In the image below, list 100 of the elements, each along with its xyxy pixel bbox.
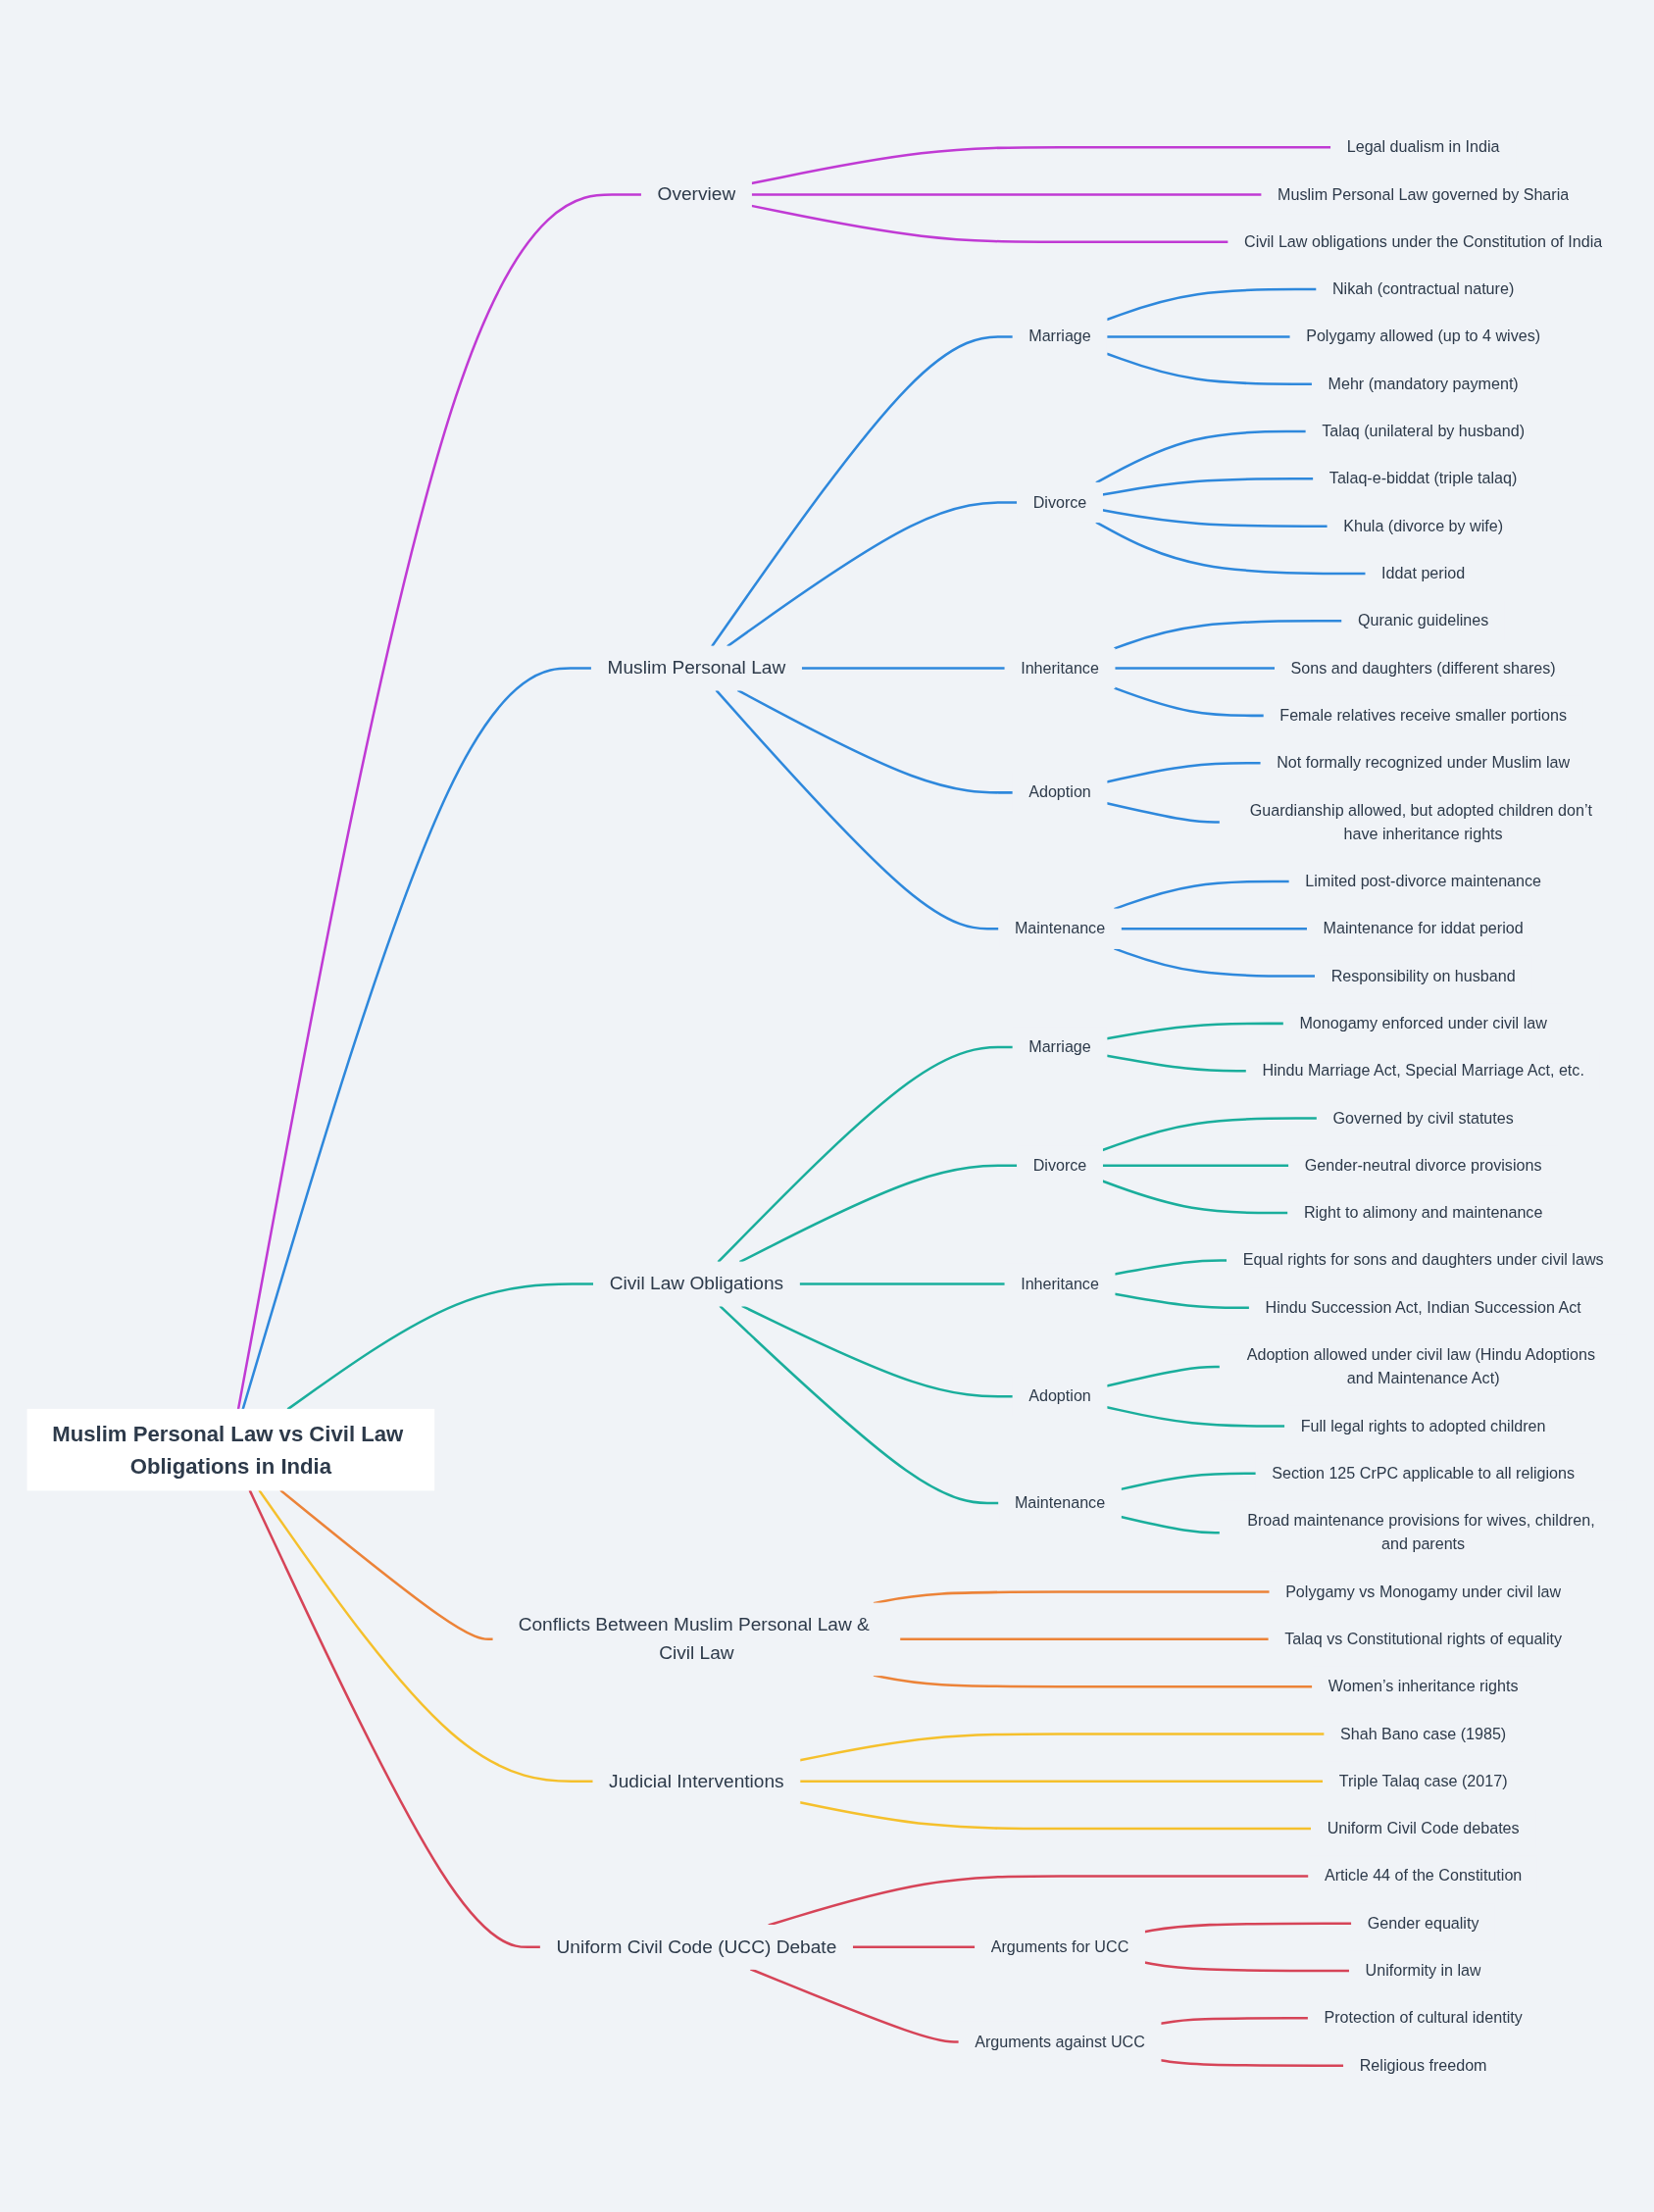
node-text: Talaq-e-biddat (triple talaq) bbox=[1328, 469, 1518, 486]
connector bbox=[1114, 619, 1342, 650]
connector bbox=[1114, 880, 1290, 910]
connector bbox=[738, 1164, 1018, 1263]
connector bbox=[1114, 946, 1316, 978]
node-box: Muslim Personal Law vs Civil Law Obligations in India bbox=[26, 1408, 435, 1490]
connector bbox=[751, 145, 1331, 184]
connector bbox=[286, 1282, 594, 1410]
node-text: Inheritance bbox=[1021, 1275, 1099, 1292]
connector bbox=[1114, 666, 1276, 670]
connector bbox=[727, 500, 1018, 647]
node-text: Limited post-divorce maintenance bbox=[1305, 872, 1542, 889]
connector bbox=[1106, 1405, 1285, 1428]
node-text: Nikah (contractual nature) bbox=[1331, 279, 1515, 297]
connector bbox=[717, 1045, 1014, 1263]
node-text: Full legal rights to adopted children bbox=[1300, 1417, 1546, 1434]
connector bbox=[799, 1800, 1312, 1830]
connector bbox=[1160, 2016, 1309, 2025]
connector bbox=[1106, 1054, 1247, 1073]
node-text: Maintenance bbox=[1014, 1493, 1106, 1511]
connector bbox=[1095, 521, 1366, 575]
connector bbox=[1102, 1164, 1289, 1167]
node-text: Adoption bbox=[1028, 782, 1091, 801]
node-text: Religious freedom bbox=[1359, 2056, 1487, 2074]
node-text: Shah Bano case (1985) bbox=[1340, 1725, 1507, 1742]
node-text: Responsibility on husband bbox=[1330, 967, 1516, 984]
node-text: Adoption bbox=[1028, 1386, 1091, 1404]
node-text: Women’s inheritance rights bbox=[1328, 1677, 1519, 1694]
connector bbox=[1106, 334, 1291, 338]
connector bbox=[899, 1637, 1270, 1640]
node-text: Conflicts Between Muslim Personal Law & Civil Law bbox=[518, 1613, 870, 1663]
node-text: Guardianship allowed, but adopted children don’t have inheritance rights bbox=[1249, 801, 1592, 842]
node-text: Hindu Succession Act, Indian Succession Act bbox=[1265, 1298, 1581, 1316]
node-text: Not formally recognized under Muslim law bbox=[1277, 753, 1571, 771]
connector bbox=[1121, 927, 1308, 930]
connector bbox=[1114, 686, 1265, 717]
node-text: Khula (divorce by wife) bbox=[1343, 517, 1504, 534]
connector bbox=[1106, 1365, 1221, 1387]
node-text: Monogamy enforced under civil law bbox=[1299, 1014, 1547, 1031]
connector bbox=[715, 688, 999, 930]
connector bbox=[1106, 352, 1313, 385]
node-text: Adoption allowed under civil law (Hindu Adoptions and Maintenance Act) bbox=[1246, 1345, 1596, 1386]
connector bbox=[1106, 801, 1221, 824]
node-text: Equal rights for sons and daughters under civil laws bbox=[1242, 1250, 1604, 1269]
node-text: Iddat period bbox=[1381, 564, 1466, 581]
node-text: Governed by civil statutes bbox=[1332, 1109, 1514, 1127]
node-text: Triple Talaq case (2017) bbox=[1338, 1772, 1508, 1789]
node-text: Talaq vs Constitutional rights of equality bbox=[1284, 1630, 1563, 1647]
node-text: Civil Law obligations under the Constitution of India bbox=[1244, 232, 1603, 250]
connector bbox=[1114, 1258, 1228, 1276]
node-text: Maintenance bbox=[1014, 919, 1106, 936]
connector bbox=[799, 1282, 1006, 1285]
connector bbox=[1160, 2058, 1344, 2067]
connector bbox=[1106, 761, 1262, 783]
node-text: Uniform Civil Code debates bbox=[1327, 1819, 1520, 1836]
node-text: Female relatives receive smaller portions bbox=[1279, 706, 1567, 724]
node-text: Uniformity in law bbox=[1365, 1961, 1481, 1979]
node-text: Protection of cultural identity bbox=[1324, 2008, 1523, 2026]
node-text: Maintenance for iddat period bbox=[1323, 919, 1524, 936]
node-text: Polygamy vs Monogamy under civil law bbox=[1285, 1583, 1562, 1600]
node-text: Inheritance bbox=[1021, 659, 1099, 677]
connector bbox=[751, 192, 1262, 196]
node-text: Arguments for UCC bbox=[990, 1937, 1129, 1955]
node-text: Overview bbox=[657, 182, 736, 204]
node-text: Right to alimony and maintenance bbox=[1303, 1203, 1543, 1221]
node-text: Divorce bbox=[1032, 493, 1087, 511]
connector bbox=[1144, 1960, 1350, 1972]
node-text: Gender equality bbox=[1367, 1914, 1479, 1932]
node-text: Gender-neutral divorce provisions bbox=[1304, 1156, 1542, 1174]
node-text: Mehr (mandatory payment) bbox=[1328, 375, 1519, 392]
connector bbox=[852, 1945, 976, 1948]
node-text: Polygamy allowed (up to 4 wives) bbox=[1306, 327, 1541, 345]
connector bbox=[1102, 477, 1314, 496]
connector bbox=[736, 688, 1014, 794]
connector bbox=[768, 1874, 1309, 1927]
connector bbox=[801, 666, 1006, 670]
connector bbox=[1102, 508, 1328, 528]
connector bbox=[749, 1967, 960, 2043]
node-text: Marriage bbox=[1028, 327, 1091, 345]
node-text: Article 44 of the Constitution bbox=[1324, 1866, 1523, 1885]
connector bbox=[719, 1304, 999, 1504]
connector bbox=[799, 1780, 1324, 1783]
node-text: Marriage bbox=[1028, 1037, 1091, 1055]
connector bbox=[241, 666, 592, 1410]
connector bbox=[741, 1304, 1014, 1398]
connector bbox=[1144, 1922, 1352, 1934]
node-text: Divorce bbox=[1032, 1156, 1087, 1174]
node-text: Judicial Interventions bbox=[609, 1770, 784, 1791]
connector bbox=[1114, 1292, 1250, 1309]
node-text: Muslim Personal Law bbox=[607, 656, 786, 678]
connector bbox=[1106, 1022, 1284, 1040]
node-text: Uniform Civil Code (UCC) Debate bbox=[556, 1936, 837, 1957]
node-text: Civil Law Obligations bbox=[609, 1272, 784, 1293]
connector bbox=[711, 334, 1014, 647]
connector bbox=[799, 1732, 1325, 1762]
node-text: Arguments against UCC bbox=[975, 2033, 1145, 2050]
node-text: Talaq (unilateral by husband) bbox=[1322, 422, 1526, 439]
node-text: Hindu Marriage Act, Special Marriage Act, etc. bbox=[1262, 1061, 1584, 1079]
connector bbox=[258, 1488, 593, 1783]
connector bbox=[279, 1488, 494, 1640]
